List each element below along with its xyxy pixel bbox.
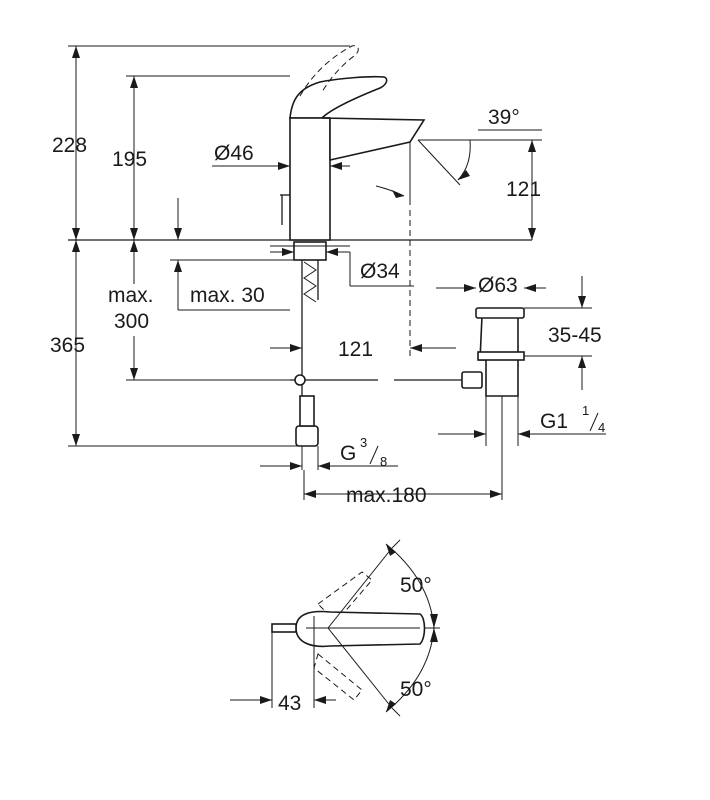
dim-121-reach: 121	[270, 210, 456, 361]
dim-max180: max.180	[303, 396, 503, 507]
supply-fitting	[295, 425, 319, 447]
dim-228-label: 228	[52, 134, 87, 157]
dim-g1-1-4-label: G1	[540, 410, 568, 433]
lever-top-rotated-down	[313, 653, 363, 701]
mounting-nut	[293, 241, 327, 261]
dim-35-45: 35-45	[524, 276, 602, 390]
dim-43-label: 43	[278, 692, 301, 715]
top-angle-label: 50°	[400, 574, 432, 597]
dim-g1-1-4-numerator: 1	[582, 403, 589, 418]
dim-g1-1-4-denominator: 4	[598, 420, 605, 435]
dim-max30-label: max. 30	[190, 284, 265, 307]
dim-max30: max. 30	[174, 198, 290, 311]
dim-39deg-label: 39°	[488, 106, 520, 129]
dim-365: 365	[50, 240, 85, 446]
dim-d63: Ø63	[436, 274, 546, 297]
faucet-spout	[321, 117, 426, 161]
dim-39deg: 39°	[375, 106, 542, 198]
dim-35-45-label: 35-45	[548, 324, 602, 347]
dim-max300-label-line2: 300	[114, 310, 149, 333]
faucet-body	[289, 117, 331, 241]
side-view	[68, 45, 532, 447]
dim-g3-8: G 3 8	[260, 435, 398, 470]
dim-365-label: 365	[50, 334, 85, 357]
dim-228: 228	[52, 46, 87, 240]
dim-121-reach-label: 121	[338, 338, 373, 361]
lever-top	[295, 610, 426, 648]
dim-g3-8-denominator: 8	[380, 454, 387, 469]
dim-g3-8-numerator: 3	[360, 435, 367, 450]
dim-d63-label: Ø63	[478, 274, 518, 297]
dim-d34: Ø34	[270, 248, 414, 287]
dim-121-vertical-label: 121	[506, 178, 541, 201]
dim-121-vertical: 121	[424, 139, 542, 240]
dim-d46-label: Ø46	[214, 142, 254, 165]
dim-g3-8-label: G	[340, 442, 356, 465]
dim-max300-label-line1: max.	[108, 284, 154, 307]
dim-195: 195	[112, 76, 147, 240]
lever-handle	[289, 75, 388, 119]
top-view: 50° 50° 43	[230, 539, 440, 717]
dim-g1-1-4: G1 1 4	[438, 403, 606, 438]
dim-max300: max. 300	[108, 240, 154, 380]
dim-d34-label: Ø34	[360, 260, 400, 283]
dim-max180-label: max.180	[346, 484, 427, 507]
bottom-angle-label: 50°	[400, 678, 432, 701]
dim-195-label: 195	[112, 148, 147, 171]
lever-raised-outline	[299, 45, 359, 97]
dim-d46: Ø46	[212, 142, 350, 170]
